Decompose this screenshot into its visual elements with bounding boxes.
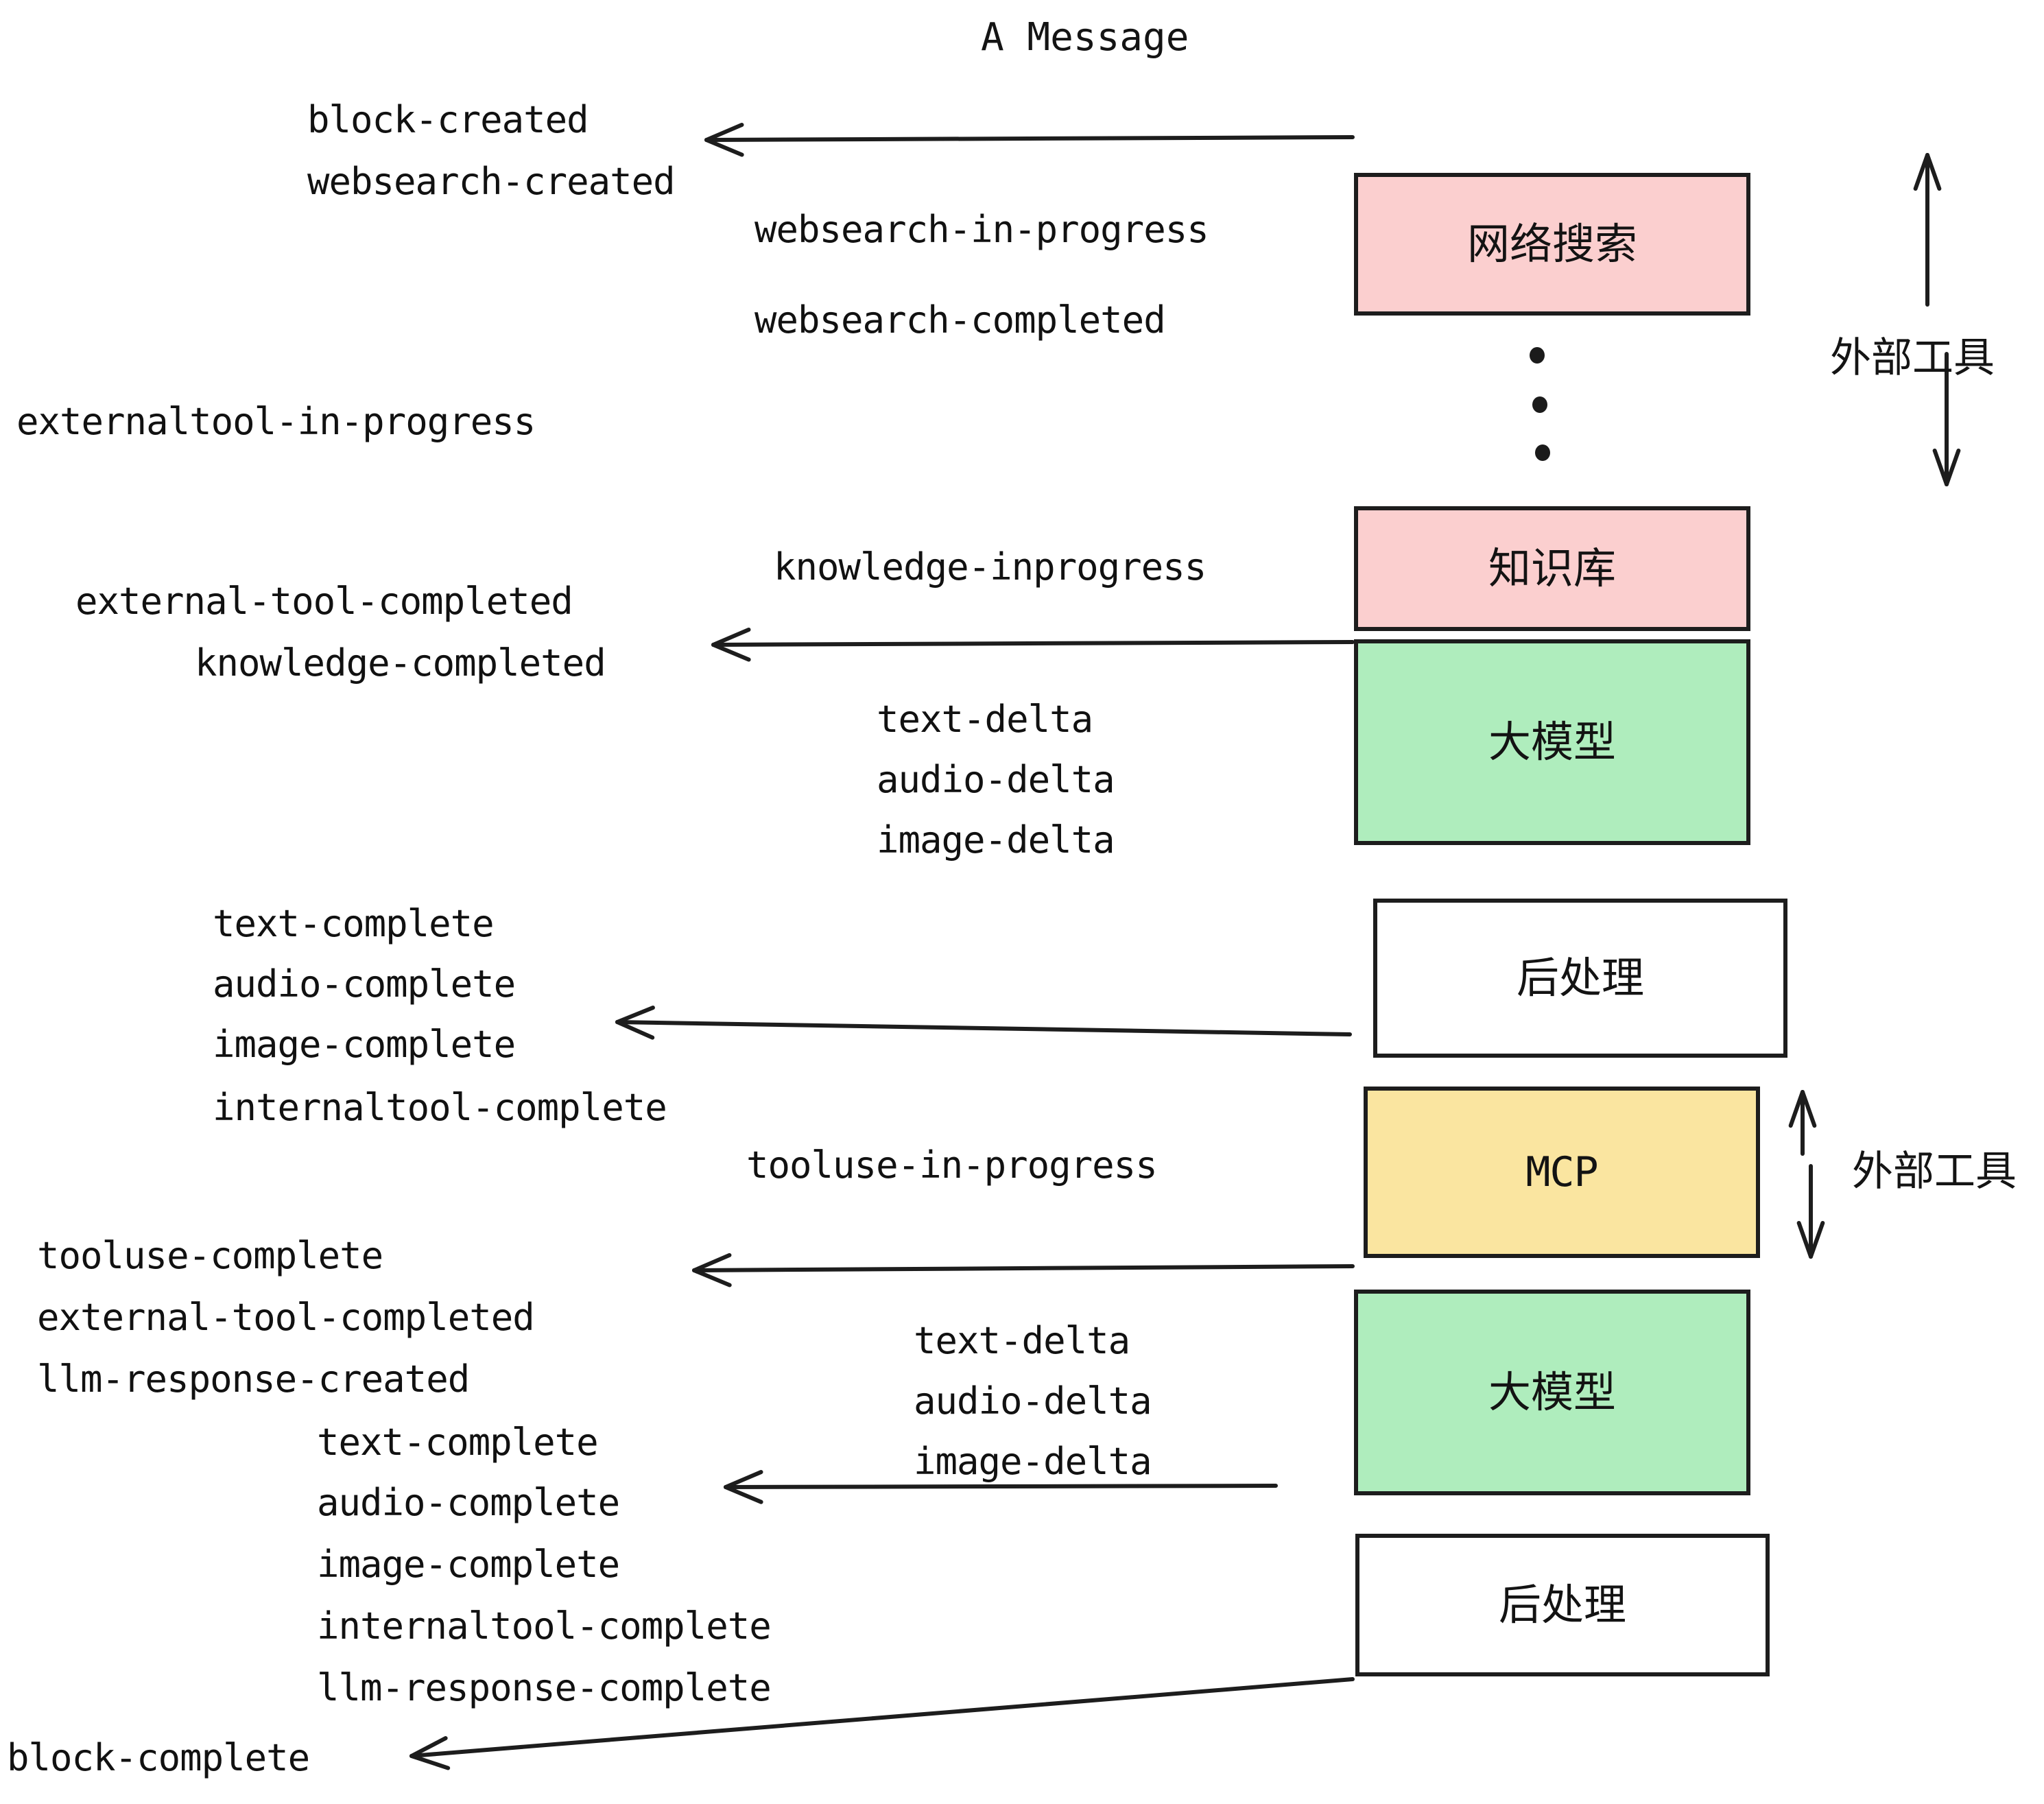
event-label-audio-delta-1: audio-delta [877, 758, 1115, 801]
event-label-knowledge-inprogress: knowledge-inprogress [774, 545, 1207, 589]
event-label-websearch-completed: websearch-completed [754, 298, 1166, 342]
process-box-label: 网络搜索 [1466, 219, 1637, 269]
event-label-image-complete-1: image-complete [213, 1023, 516, 1066]
process-box-label: 大模型 [1488, 717, 1616, 767]
ellipsis-dot-2-icon [1532, 396, 1547, 413]
ellipsis-dot-3-icon [1535, 444, 1550, 461]
process-box-websearch: 网络搜索 [1354, 173, 1750, 316]
event-label-llm-response-created: llm-response-created [37, 1357, 470, 1401]
process-box-knowledge: 知识库 [1354, 506, 1750, 631]
event-label-image-delta-1: image-delta [877, 818, 1115, 862]
event-label-internaltool-complete-1: internaltool-complete [213, 1086, 667, 1129]
process-box-llm-2: 大模型 [1354, 1290, 1750, 1495]
event-label-tooluse-complete: tooluse-complete [37, 1234, 383, 1277]
side-label-external-tools-top: 外部工具 [1830, 334, 1995, 382]
event-label-audio-complete-2: audio-complete [317, 1481, 620, 1524]
event-label-llm-response-complete: llm-response-complete [317, 1666, 772, 1709]
event-label-text-complete-2: text-complete [317, 1421, 599, 1464]
event-label-image-complete-2: image-complete [317, 1543, 620, 1586]
process-box-label: 后处理 [1516, 953, 1644, 1003]
tooluse-complete-arrow [692, 1253, 1355, 1287]
event-label-text-complete-1: text-complete [213, 902, 495, 945]
process-box-label: 大模型 [1488, 1367, 1616, 1417]
event-label-websearch-created: websearch-created [307, 160, 676, 203]
ellipsis-dot-1-icon [1530, 347, 1545, 364]
event-label-block-created: block-created [307, 98, 589, 141]
process-box-label: 知识库 [1488, 543, 1616, 593]
event-label-text-delta-2: text-delta [914, 1319, 1130, 1362]
event-label-external-tool-completed-2: external-tool-completed [37, 1296, 535, 1339]
page-title: A Message [981, 15, 1189, 60]
external-tools-bottom-up [1788, 1090, 1817, 1156]
event-label-text-delta-1: text-delta [877, 698, 1093, 741]
event-label-internaltool-complete-2: internaltool-complete [317, 1604, 772, 1648]
side-label-external-tools-bottom: 外部工具 [1852, 1148, 2017, 1196]
event-label-external-tool-completed-1: external-tool-completed [75, 580, 573, 623]
event-label-image-delta-2: image-delta [914, 1440, 1152, 1483]
external-tools-bottom-down [1796, 1164, 1825, 1259]
external-tools-top-up [1913, 153, 1942, 307]
event-label-externaltool-in-progress: externaltool-in-progress [16, 400, 536, 443]
process-box-llm-1: 大模型 [1354, 639, 1750, 845]
event-label-knowledge-completed: knowledge-completed [195, 641, 606, 685]
process-box-label: 后处理 [1498, 1580, 1626, 1630]
block-created-arrow [704, 122, 1355, 157]
process-box-postprocess-2: 后处理 [1355, 1534, 1770, 1676]
event-label-audio-complete-1: audio-complete [213, 962, 516, 1006]
event-label-tooluse-in-progress: tooluse-in-progress [746, 1143, 1158, 1187]
process-box-label: MCP [1525, 1148, 1598, 1196]
process-box-postprocess-1: 后处理 [1373, 899, 1787, 1058]
event-label-block-complete: block-complete [7, 1736, 310, 1779]
image-complete-arrow [615, 1006, 1352, 1040]
knowledge-completed-arrow [711, 627, 1355, 662]
event-label-audio-delta-2: audio-delta [914, 1379, 1152, 1423]
event-label-websearch-in-progress: websearch-in-progress [754, 208, 1209, 251]
process-box-mcp: MCP [1364, 1087, 1760, 1258]
